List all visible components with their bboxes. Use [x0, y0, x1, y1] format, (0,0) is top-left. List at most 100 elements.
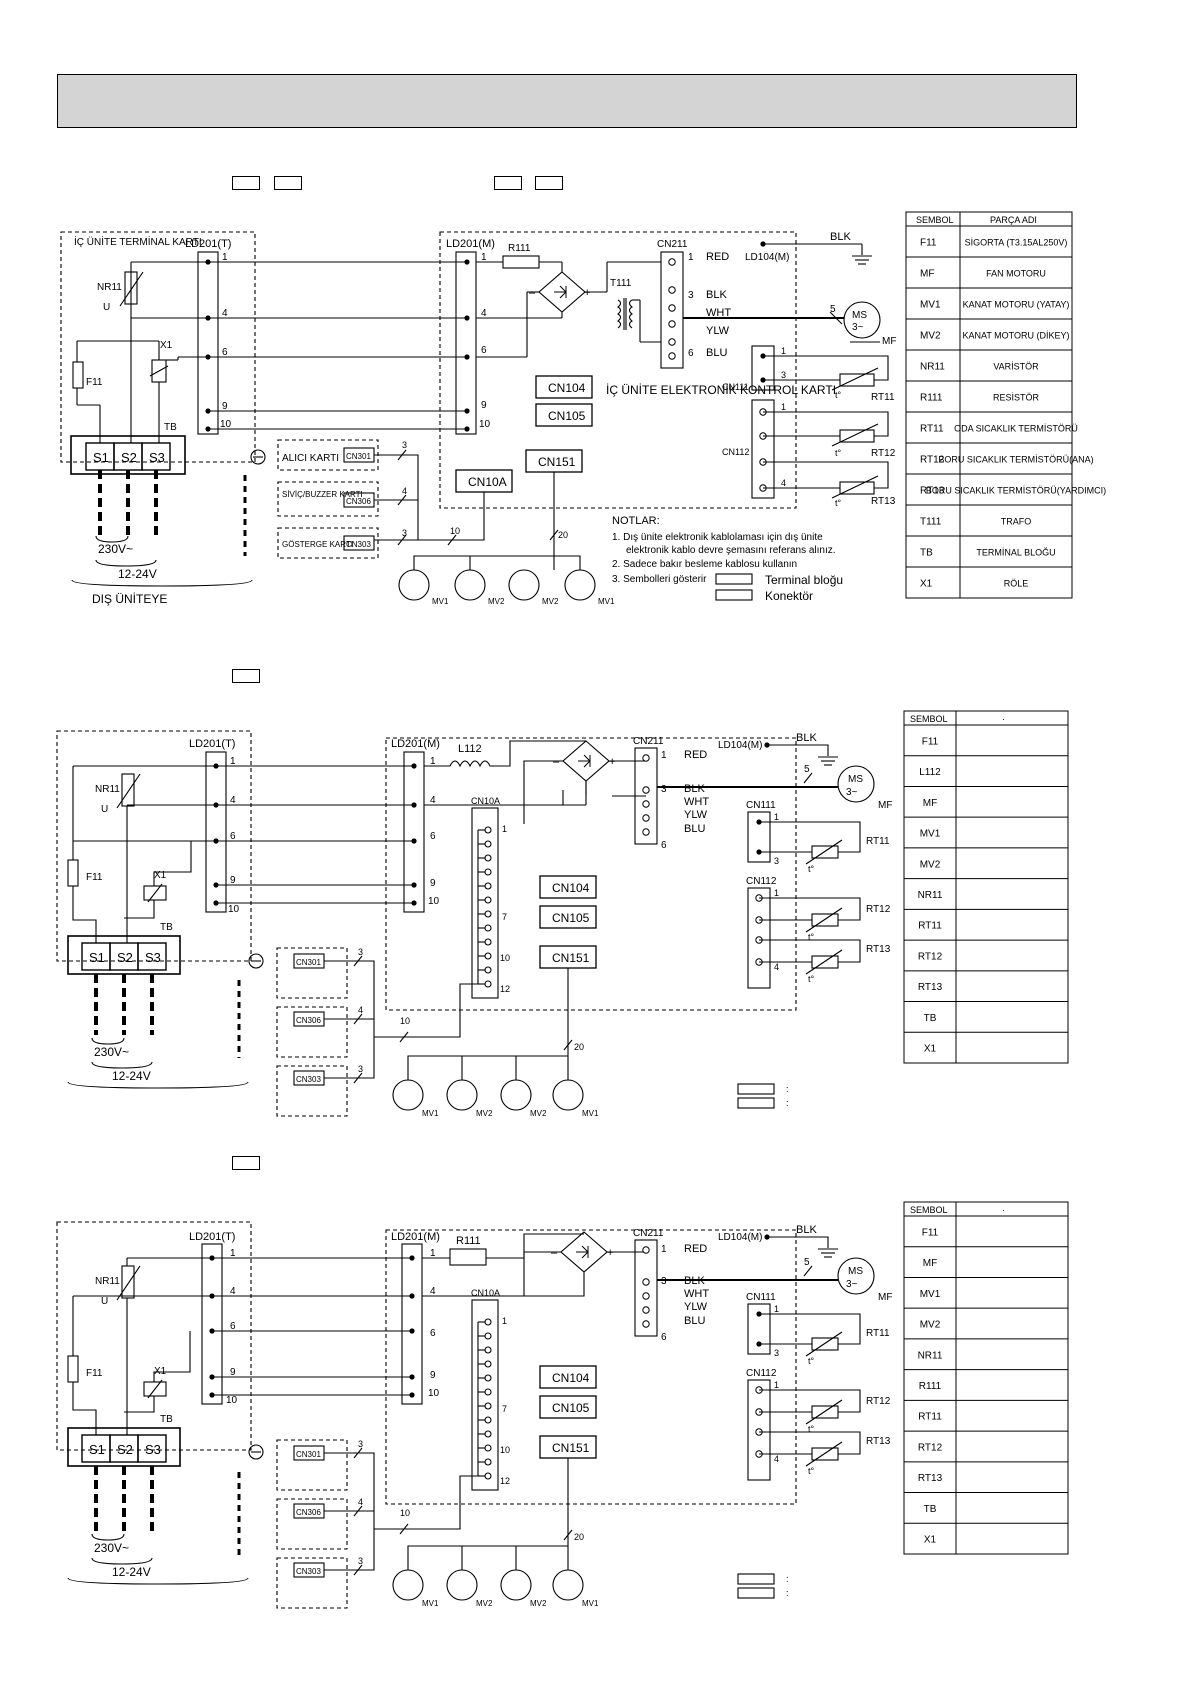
v230-label: 230V~ — [94, 1541, 129, 1555]
table1-symbol: TB — [920, 548, 933, 559]
pin-label: 1 — [661, 750, 667, 761]
s1-label: S1 — [89, 1442, 105, 1457]
v1224-label: 12-24V — [112, 1069, 151, 1083]
legend-table-2: SEMBOL · F11L112MFMV1MV2NR11RT11RT12RT13… — [903, 710, 1069, 1064]
table1-part-name: RÖLE — [1004, 579, 1029, 589]
wire-red: RED — [684, 1243, 707, 1255]
cn104-label: CN104 — [552, 881, 590, 895]
wire-red: RED — [706, 251, 729, 263]
table1-symbol: RT13 — [920, 486, 945, 497]
f11-label: F11 — [86, 872, 103, 883]
rt13-label: RT13 — [871, 496, 896, 507]
mv2-label: MV2 — [476, 1599, 493, 1608]
wire-wht: WHT — [706, 307, 731, 319]
pin-label: 4 — [358, 1497, 363, 1507]
s2-label: S2 — [117, 950, 133, 965]
cn151-label: CN151 — [552, 951, 590, 965]
ms-label: MS — [848, 774, 863, 785]
pin-label: 3 — [688, 290, 694, 301]
cn111-label: CN111 — [746, 800, 776, 811]
pin-label: 4 — [430, 795, 436, 806]
ms-label: MS — [852, 310, 867, 321]
table1-symbol: MV1 — [920, 300, 941, 311]
pin-label: 10 — [400, 1508, 410, 1518]
cn112-label: CN112 — [746, 1368, 777, 1379]
pin-label: 1 — [774, 1304, 779, 1314]
s1-label: S1 — [93, 450, 109, 465]
cn112-label: CN112 — [722, 447, 749, 457]
wire-ylw: YLW — [684, 809, 708, 821]
s2-label: S2 — [121, 450, 137, 465]
rt13-label: RT13 — [866, 944, 891, 955]
pin-label: 1 — [774, 888, 779, 898]
cn306-label: CN306 — [296, 1508, 321, 1517]
ld201m-label: LD201(M) — [446, 238, 495, 250]
model-box — [274, 176, 302, 190]
mv2-label: MV2 — [530, 1109, 547, 1118]
table2-symbol: MF — [923, 798, 937, 809]
pin-label: 3 — [402, 528, 407, 538]
pin-label: 1 — [688, 252, 694, 263]
table1-symbol: MF — [920, 269, 934, 280]
pin-label: 3 — [774, 1348, 779, 1358]
ms3-label: 3~ — [852, 322, 864, 333]
pin-label: 5 — [804, 1257, 810, 1268]
t111-label: T111 — [610, 278, 632, 289]
legend-table-3: SEMBOL · F11MFMV1MV2NR11R111RT11RT12RT13… — [903, 1201, 1069, 1555]
v1224-label: 12-24V — [112, 1565, 151, 1579]
wire-blu: BLU — [684, 823, 705, 835]
table1-part-name: KANAT MOTORU (DİKEY) — [962, 331, 1069, 341]
tb-label: TB — [160, 1414, 173, 1425]
pin-label: 4 — [402, 486, 407, 496]
t-label: t° — [835, 498, 842, 508]
wire-ylw: YLW — [706, 325, 730, 337]
alici-label: ALICI KARTI — [282, 453, 339, 464]
s1-label: S1 — [89, 950, 105, 965]
table1-symbol: F11 — [920, 238, 937, 249]
t-label: t° — [835, 390, 842, 400]
pin-label: 3 — [661, 1276, 667, 1287]
cn303-label: CN303 — [296, 1075, 321, 1084]
mv2-label: MV2 — [476, 1109, 493, 1118]
pin-label: 3 — [661, 784, 667, 795]
header-bar — [57, 74, 1077, 128]
cn104-label: CN104 — [548, 381, 586, 395]
table2-symbol: F11 — [922, 736, 939, 747]
table2-symbol: RT12 — [918, 951, 943, 962]
table1-part-name: RESİSTÖR — [993, 393, 1040, 403]
nr11-label: NR11 — [95, 1276, 120, 1287]
ld201t-label: LD201(T) — [189, 1231, 235, 1243]
pin-label: 1 — [222, 252, 228, 263]
v1224-label: 12-24V — [118, 567, 157, 581]
x1-label: X1 — [154, 870, 167, 881]
wire-ylw: YLW — [684, 1301, 708, 1313]
f11-label: F11 — [86, 1368, 103, 1379]
pin-label: 3 — [358, 1439, 363, 1449]
pin-label: 6 — [481, 345, 487, 356]
mv2-label: MV2 — [530, 1599, 547, 1608]
mf-label: MF — [878, 1292, 892, 1303]
pin-label: 1 — [774, 812, 779, 822]
table1-part-name: KANAT MOTORU (YATAY) — [963, 300, 1070, 310]
pin-label: 1 — [774, 1380, 779, 1390]
table1-part-name: FAN MOTORU — [986, 269, 1046, 279]
table1-symbol: NR11 — [920, 362, 945, 373]
table1-head-symbol: SEMBOL — [916, 215, 954, 225]
pin-label: 4 — [230, 1286, 236, 1297]
pin-label: 1 — [230, 756, 236, 767]
ld201t-label: LD201(T) — [185, 238, 231, 250]
pin-label: 6 — [430, 1328, 436, 1339]
rt13-label: RT13 — [866, 1436, 891, 1447]
pin-label: 9 — [430, 878, 436, 889]
cn105-label: CN105 — [552, 911, 590, 925]
l112-label: L112 — [458, 743, 482, 755]
pin-label: 4 — [358, 1005, 363, 1015]
control-card-label: İÇ ÜNİTE ELEKTRONİK KONTROL KARTI — [606, 383, 836, 397]
pin-label: 10 — [228, 904, 240, 915]
pin-label: 1 — [781, 346, 786, 356]
tb-label: TB — [160, 922, 173, 933]
nr11-label: NR11 — [95, 784, 120, 795]
table3-symbol: MV1 — [920, 1289, 941, 1300]
x1-label: X1 — [160, 340, 173, 351]
ld104m-label: LD104(M) — [745, 252, 789, 263]
